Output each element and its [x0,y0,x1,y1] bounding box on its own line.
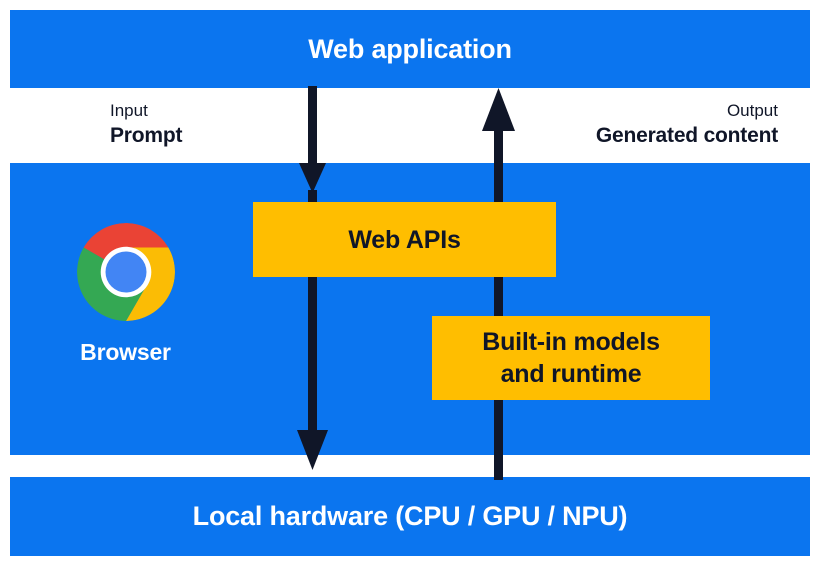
box-web-apis-label: Web APIs [348,225,461,254]
box-builtin-models-line1: Built-in models [482,328,660,356]
layer-web-application-label: Web application [308,33,512,64]
box-web-apis: Web APIs [253,202,556,277]
annotation-input-value: Prompt [110,124,183,148]
box-builtin-models-label: Built-in models and runtime [482,326,660,390]
annotation-output-value: Generated content [595,124,778,148]
box-builtin-models: Built-in models and runtime [432,316,710,400]
layer-local-hardware-label: Local hardware (CPU / GPU / NPU) [192,501,628,531]
box-builtin-models-line2: and runtime [500,360,642,388]
layer-local-hardware: Local hardware (CPU / GPU / NPU) [10,477,810,556]
browser-block: Browser [58,222,193,366]
annotation-output-kicker: Output [726,101,778,120]
layer-web-application: Web application [10,10,810,88]
annotation-output: Output Generated content [596,100,778,150]
chrome-logo-icon [76,222,176,322]
annotation-input-kicker: Input [110,101,148,120]
annotation-input: Input Prompt [110,100,183,150]
layer-browser-label: Browser [80,339,171,365]
